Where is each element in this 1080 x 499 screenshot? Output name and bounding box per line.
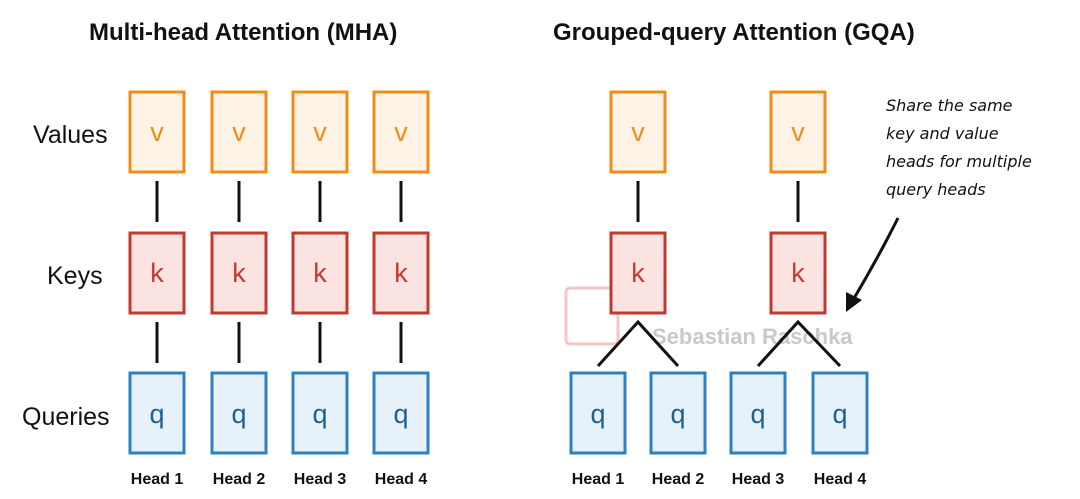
gqa-head-label: Head 2	[652, 471, 705, 488]
key-letter: k	[313, 258, 327, 288]
gqa-key-box: k	[609, 231, 667, 315]
mha-head-label: Head 1	[131, 471, 184, 488]
gqa-query-box: q	[729, 371, 787, 455]
gqa-query-box: q	[811, 371, 869, 455]
gqa-branch-lines	[756, 319, 842, 368]
gqa-value-box: v	[609, 90, 667, 174]
value-letter: v	[631, 117, 645, 147]
mha-key-box: k	[372, 231, 430, 315]
annotation-line: Share the same	[886, 96, 1013, 115]
query-letter: q	[832, 399, 847, 429]
value-letter: v	[791, 117, 805, 147]
key-letter: k	[394, 258, 408, 288]
row-label-queries: Queries	[22, 403, 110, 431]
mha-head-label: Head 2	[213, 471, 266, 488]
mha-query-box: q	[128, 371, 186, 455]
mha-value-box: v	[372, 90, 430, 174]
gqa-head-label: Head 4	[814, 471, 867, 488]
gqa-head-label: Head 1	[572, 471, 625, 488]
row-label-values: Values	[33, 121, 108, 149]
mha-key-box: k	[210, 231, 268, 315]
query-letter: q	[590, 399, 605, 429]
value-letter: v	[313, 117, 327, 147]
watermark-logo-icon	[564, 286, 620, 346]
query-letter: q	[312, 399, 327, 429]
gqa-branch-lines	[596, 319, 680, 368]
annotation: Share the same key and value heads for m…	[846, 96, 1032, 312]
key-letter: k	[150, 258, 164, 288]
mha-value-box: v	[210, 90, 268, 174]
annotation-line: heads for multiple	[886, 152, 1032, 171]
mha-key-box: k	[128, 231, 186, 315]
query-letter: q	[750, 399, 765, 429]
gqa-head-label: Head 3	[732, 471, 785, 488]
query-letter: q	[393, 399, 408, 429]
query-letter: q	[149, 399, 164, 429]
value-letter: v	[232, 117, 246, 147]
gqa-section: v v k k q q q q	[569, 90, 869, 488]
key-letter: k	[232, 258, 246, 288]
mha-query-box: q	[210, 371, 268, 455]
row-label-keys: Keys	[47, 262, 103, 290]
gqa-title: Grouped-query Attention (GQA)	[553, 19, 915, 46]
query-letter: q	[670, 399, 685, 429]
mha-head-label: Head 3	[294, 471, 347, 488]
query-letter: q	[231, 399, 246, 429]
mha-value-box: v	[291, 90, 349, 174]
watermark-text: Sebastian Raschka	[652, 324, 853, 349]
key-letter: k	[631, 258, 645, 288]
mha-query-box: q	[291, 371, 349, 455]
gqa-query-box: q	[569, 371, 627, 455]
gqa-key-box: k	[769, 231, 827, 315]
mha-head-label: Head 4	[375, 471, 428, 488]
annotation-line: query heads	[886, 180, 986, 199]
gqa-value-box: v	[769, 90, 827, 174]
mha-key-box: k	[291, 231, 349, 315]
annotation-arrow-icon	[846, 217, 900, 312]
annotation-line: key and value	[886, 124, 999, 143]
mha-section: v v v v k k k k	[128, 90, 430, 488]
mha-title: Multi-head Attention (MHA)	[89, 19, 397, 46]
mha-value-box: v	[128, 90, 186, 174]
key-letter: k	[791, 258, 805, 288]
value-letter: v	[394, 117, 408, 147]
mha-query-box: q	[372, 371, 430, 455]
gqa-query-box: q	[649, 371, 707, 455]
value-letter: v	[150, 117, 164, 147]
